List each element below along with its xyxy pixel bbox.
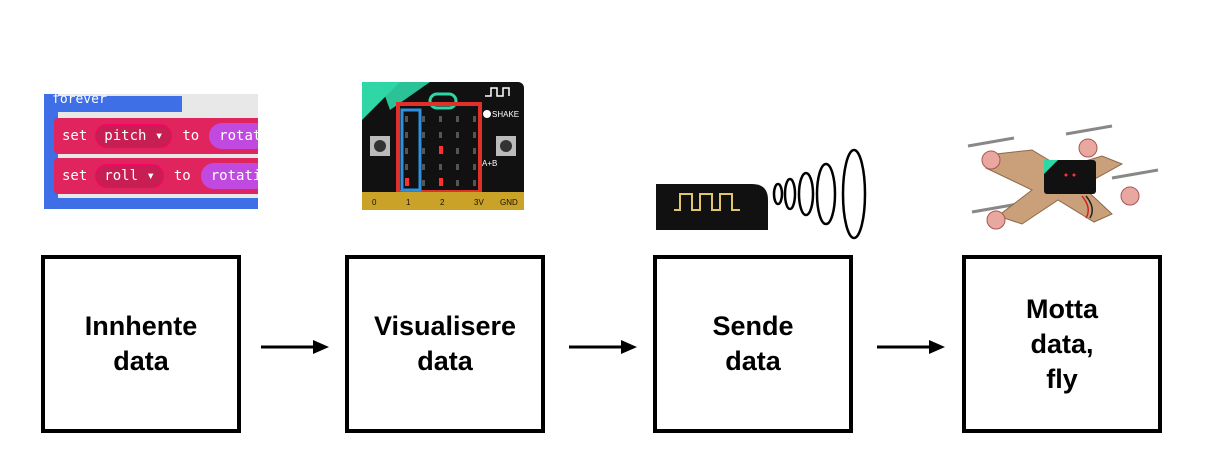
set-roll-block: set roll ▾ to rotatio	[54, 158, 258, 194]
forever-label: forever	[52, 94, 107, 107]
led-matrix	[405, 116, 476, 186]
step-label-visualisere: Visualisere data	[373, 311, 517, 376]
svg-text:0: 0	[372, 198, 377, 207]
drone-image	[967, 124, 1159, 230]
svg-text:3V: 3V	[474, 198, 484, 207]
svg-text:GND: GND	[500, 198, 518, 207]
square-wave-icon	[674, 193, 740, 211]
step-box-innhente: Innhente data	[41, 255, 241, 433]
blue-highlight-box	[400, 108, 422, 192]
step-label-sende: Sende data	[712, 311, 794, 376]
step-label-innhente: Innhente data	[84, 311, 198, 376]
step-label-motta: Motta data, fly	[1026, 293, 1098, 394]
arrow-1	[261, 340, 329, 354]
microbit-logo	[428, 92, 458, 110]
drone-motors	[981, 138, 1140, 230]
ab-label: A+B	[482, 159, 497, 168]
step-box-visualisere: Visualisere data	[345, 255, 545, 433]
shake-label: SHAKE	[492, 110, 519, 119]
svg-text:2: 2	[440, 198, 445, 207]
edge-connector	[362, 192, 524, 210]
arrow-2	[569, 340, 637, 354]
drone-microbit	[1044, 160, 1096, 194]
radio-transmitter-image	[656, 148, 867, 240]
arrow-3	[877, 340, 945, 354]
radio-waves-icon	[772, 148, 867, 240]
set-pitch-block: set pitch ▾ to rotati	[54, 118, 258, 154]
step-box-motta: Motta data, fly	[962, 255, 1162, 433]
step-box-sende: Sende data	[653, 255, 853, 433]
svg-text:1: 1	[406, 198, 411, 207]
makecode-blocks-image: forever set pitch ▾ to rotati set roll ▾…	[44, 94, 258, 209]
microbit-board-image: SHAKE A+B 0 1 2 3V GND	[362, 82, 524, 210]
